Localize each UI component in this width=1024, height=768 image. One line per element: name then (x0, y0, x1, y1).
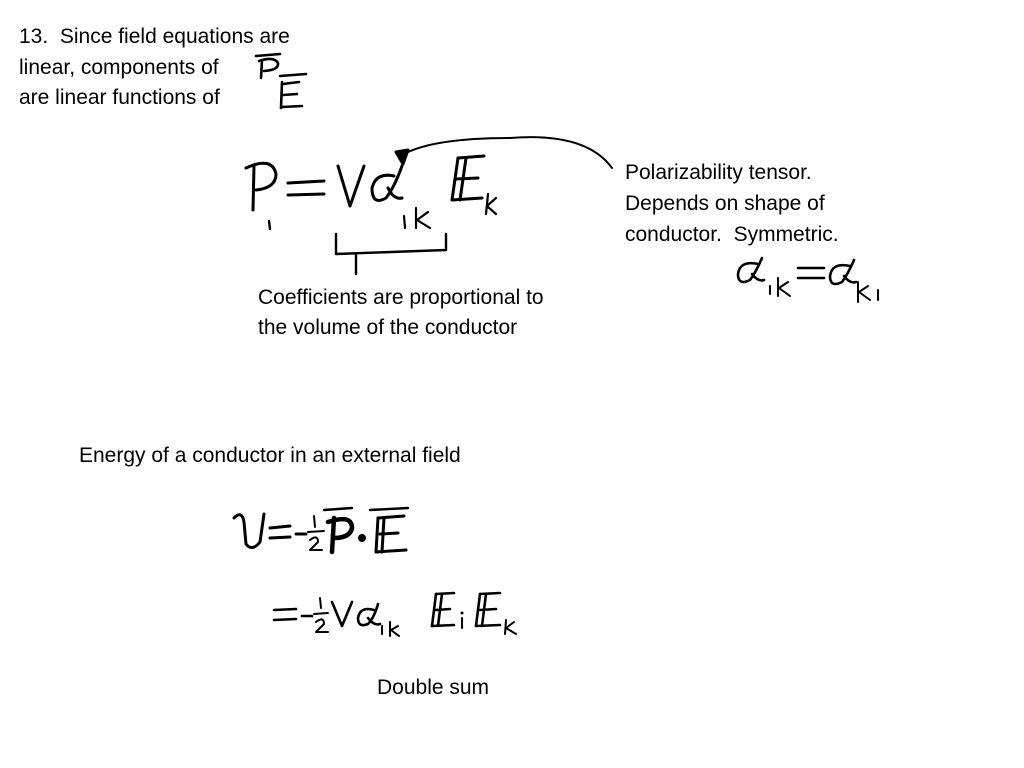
energy-heading: Energy of a conductor in an external fie… (79, 444, 461, 467)
handwritten-energy-equation (232, 506, 410, 555)
coefficients-line-1: Coefficients are proportional to (258, 286, 544, 309)
intro-line-2: linear, components of (19, 56, 219, 79)
polarizability-line-3: conductor. Symmetric. (625, 223, 839, 246)
intro-line-3: are linear functions of (19, 86, 220, 109)
double-sum-note: Double sum (377, 676, 490, 699)
intro-line-1: 13. Since field equations are (19, 25, 290, 48)
coefficients-line-2: the volume of the conductor (258, 316, 518, 339)
polarizability-line-2: Depends on shape of (625, 192, 825, 215)
handwritten-symmetry-equation (736, 256, 879, 303)
polarizability-line-1: Polarizability tensor. (625, 161, 812, 184)
handwritten-p-over-e (254, 52, 308, 110)
handwritten-double-sum-equation (272, 591, 517, 637)
handwritten-polarization-equation (244, 136, 613, 276)
